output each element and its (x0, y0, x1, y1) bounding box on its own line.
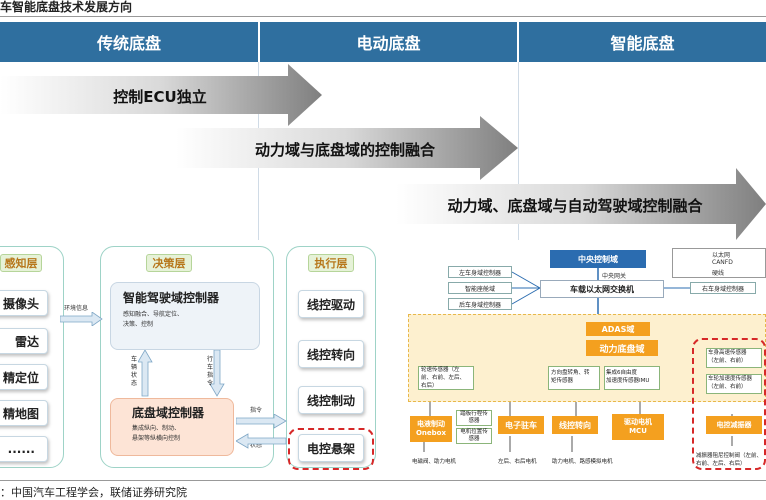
onebox-text-2: Onebox (415, 429, 447, 437)
actuator-suspension: 电控悬架 (298, 434, 364, 462)
sensor-camera: 摄像头 (0, 290, 48, 316)
epb-sublabel: 左后、右后电机 (498, 459, 537, 465)
wheel-speed-sensor (418, 366, 474, 390)
adas-controller-desc-1: 感知融合、导航定位、 (123, 311, 184, 318)
drive-motor-text-2: MCU (629, 427, 647, 435)
footer-divider (0, 480, 766, 481)
chassis-controller-box (110, 398, 234, 456)
header-electric-chassis: 电动底盘 (260, 22, 517, 62)
wheel-speed-text-3: 右后） (421, 383, 438, 389)
body-height-text-2: （左前、右前） (708, 358, 747, 364)
electronic-damper: 电控减振器 (706, 416, 762, 434)
legend-hardwire: 硬线 (712, 270, 725, 277)
motor-position-sensor: 电机位置传感器 (456, 428, 492, 444)
column-divider (518, 62, 519, 240)
arrow-label-power-chassis: 动力域与底盘域的控制融合 (254, 140, 435, 159)
central-domain: 中央控制域 (550, 250, 646, 268)
rear-body-domain: 后车身域控制器 (448, 298, 512, 310)
adas-controller-box (110, 282, 260, 350)
body-height-sensor (706, 348, 762, 368)
actuator-brake: 线控制动 (298, 386, 364, 414)
onebox-sublabel: 电磁阀、助力电机 (412, 459, 457, 465)
actuator-steer: 线控转向 (298, 340, 364, 368)
imu-text-2: 加速度传感器IMU (606, 378, 650, 384)
adas-controller-title: 智能驾驶域控制器 (123, 291, 220, 305)
smart-cockpit-domain: 智能座舱域 (448, 282, 512, 294)
legend-ethernet: 以太网 (712, 252, 731, 259)
sensor-positioning: 精定位 (0, 364, 48, 390)
chassis-exec-arrows (236, 414, 287, 449)
central-gateway-label: 中央网关 (602, 273, 627, 280)
chassis-controller-desc-1: 集成纵向、制动、 (132, 425, 181, 432)
arrow-label-ecu: 控制ECU独立 (113, 87, 207, 106)
arrow-power-chassis-fusion (176, 116, 518, 180)
vehicle-state-label: 车辆状态 (130, 356, 137, 387)
legend-box (672, 248, 766, 278)
divider (0, 16, 766, 17)
decision-layer-label: 决策层 (146, 254, 192, 272)
header-smart-chassis: 智能底盘 (519, 22, 766, 62)
steering-sensor-text-1: 方向盘转角、转 (551, 370, 590, 376)
legend-canfd: CANFD (712, 259, 733, 266)
perception-layer-label: 感知层 (0, 254, 42, 272)
arrow-label-autonomous: 动力域、底盘域与自动驾驶域控制融合 (447, 196, 703, 215)
perception-panel (0, 246, 64, 468)
header-traditional-chassis: 传统底盘 (0, 22, 258, 62)
source-note: ：中国汽车工程学会，联储证券研究院 (0, 486, 187, 499)
imu-text-1: 集成6自由度 (606, 370, 637, 376)
steer-by-wire: 线控转向 (552, 416, 598, 434)
steering-sensor (548, 366, 600, 390)
left-body-domain: 左车身域控制器 (448, 266, 512, 278)
wheel-accel-sensor (706, 374, 762, 394)
highlight-suspension (288, 428, 374, 470)
actuator-drive: 线控驱动 (298, 290, 364, 318)
sensor-radar: 雷达 (0, 328, 48, 354)
wheel-speed-text-2: 前、右前、左后、 (421, 375, 466, 381)
env-info-label: 环境信息 (64, 305, 89, 312)
ethernet-switch: 车载以太网交换机 (540, 280, 664, 298)
chassis-controller-title: 底盘域控制器 (132, 406, 205, 420)
adas-controller-desc-2: 决策、控制 (123, 321, 154, 328)
arrow-ecu-independent (0, 64, 322, 126)
adas-domain: ADAS域 (586, 322, 650, 336)
vertical-arrows (138, 350, 225, 397)
onebox-brake: 电液制动 Onebox (410, 416, 452, 442)
electric-parking: 电子驻车 (498, 416, 544, 434)
steering-sensor-text-2: 矩传感器 (551, 378, 574, 384)
wheel-accel-text-2: （左前、右前） (708, 384, 747, 390)
evolution-arrows-svg (0, 64, 766, 240)
sensor-hd-map: 精地图 (0, 400, 48, 426)
chassis-controller-desc-2: 悬架等纵横向控制 (132, 435, 181, 442)
highlight-damper (692, 338, 766, 470)
drive-cmd-label: 行车指令 (206, 356, 213, 387)
page-title: 车智能底盘技术发展方向 (0, 0, 133, 14)
drive-motor-mcu: 驱动电机 MCU (612, 414, 664, 440)
damper-sublabel: 减振器阻尼控制阀（左前、右前、左后、右后） (696, 453, 763, 467)
state-label: 状态 (250, 442, 263, 449)
power-chassis-domain: 动力底盘域 (586, 340, 658, 356)
cmd-label: 指令 (250, 407, 263, 414)
wheel-speed-text-1: 轮速传感器（左 (421, 367, 460, 373)
wheel-accel-text-1: 车轮加速度传感器 (708, 376, 753, 382)
drive-motor-text-1: 驱动电机 (624, 418, 652, 426)
steer-sublabel: 助力电机、路感模拟电机 (552, 459, 613, 465)
arrow-autonomous-fusion (396, 168, 766, 240)
sensor-more: ...... (0, 436, 48, 462)
env-info-arrow (60, 312, 103, 326)
pedal-sensor: 踏板行程传感器 (456, 410, 492, 426)
body-height-text-1: 车身高速传感器 (708, 350, 747, 356)
execution-layer-label: 执行层 (308, 254, 354, 272)
right-body-domain: 右车身域控制器 (690, 282, 756, 294)
imu-sensor (604, 366, 660, 390)
onebox-text-1: 电液制动 (417, 420, 445, 428)
